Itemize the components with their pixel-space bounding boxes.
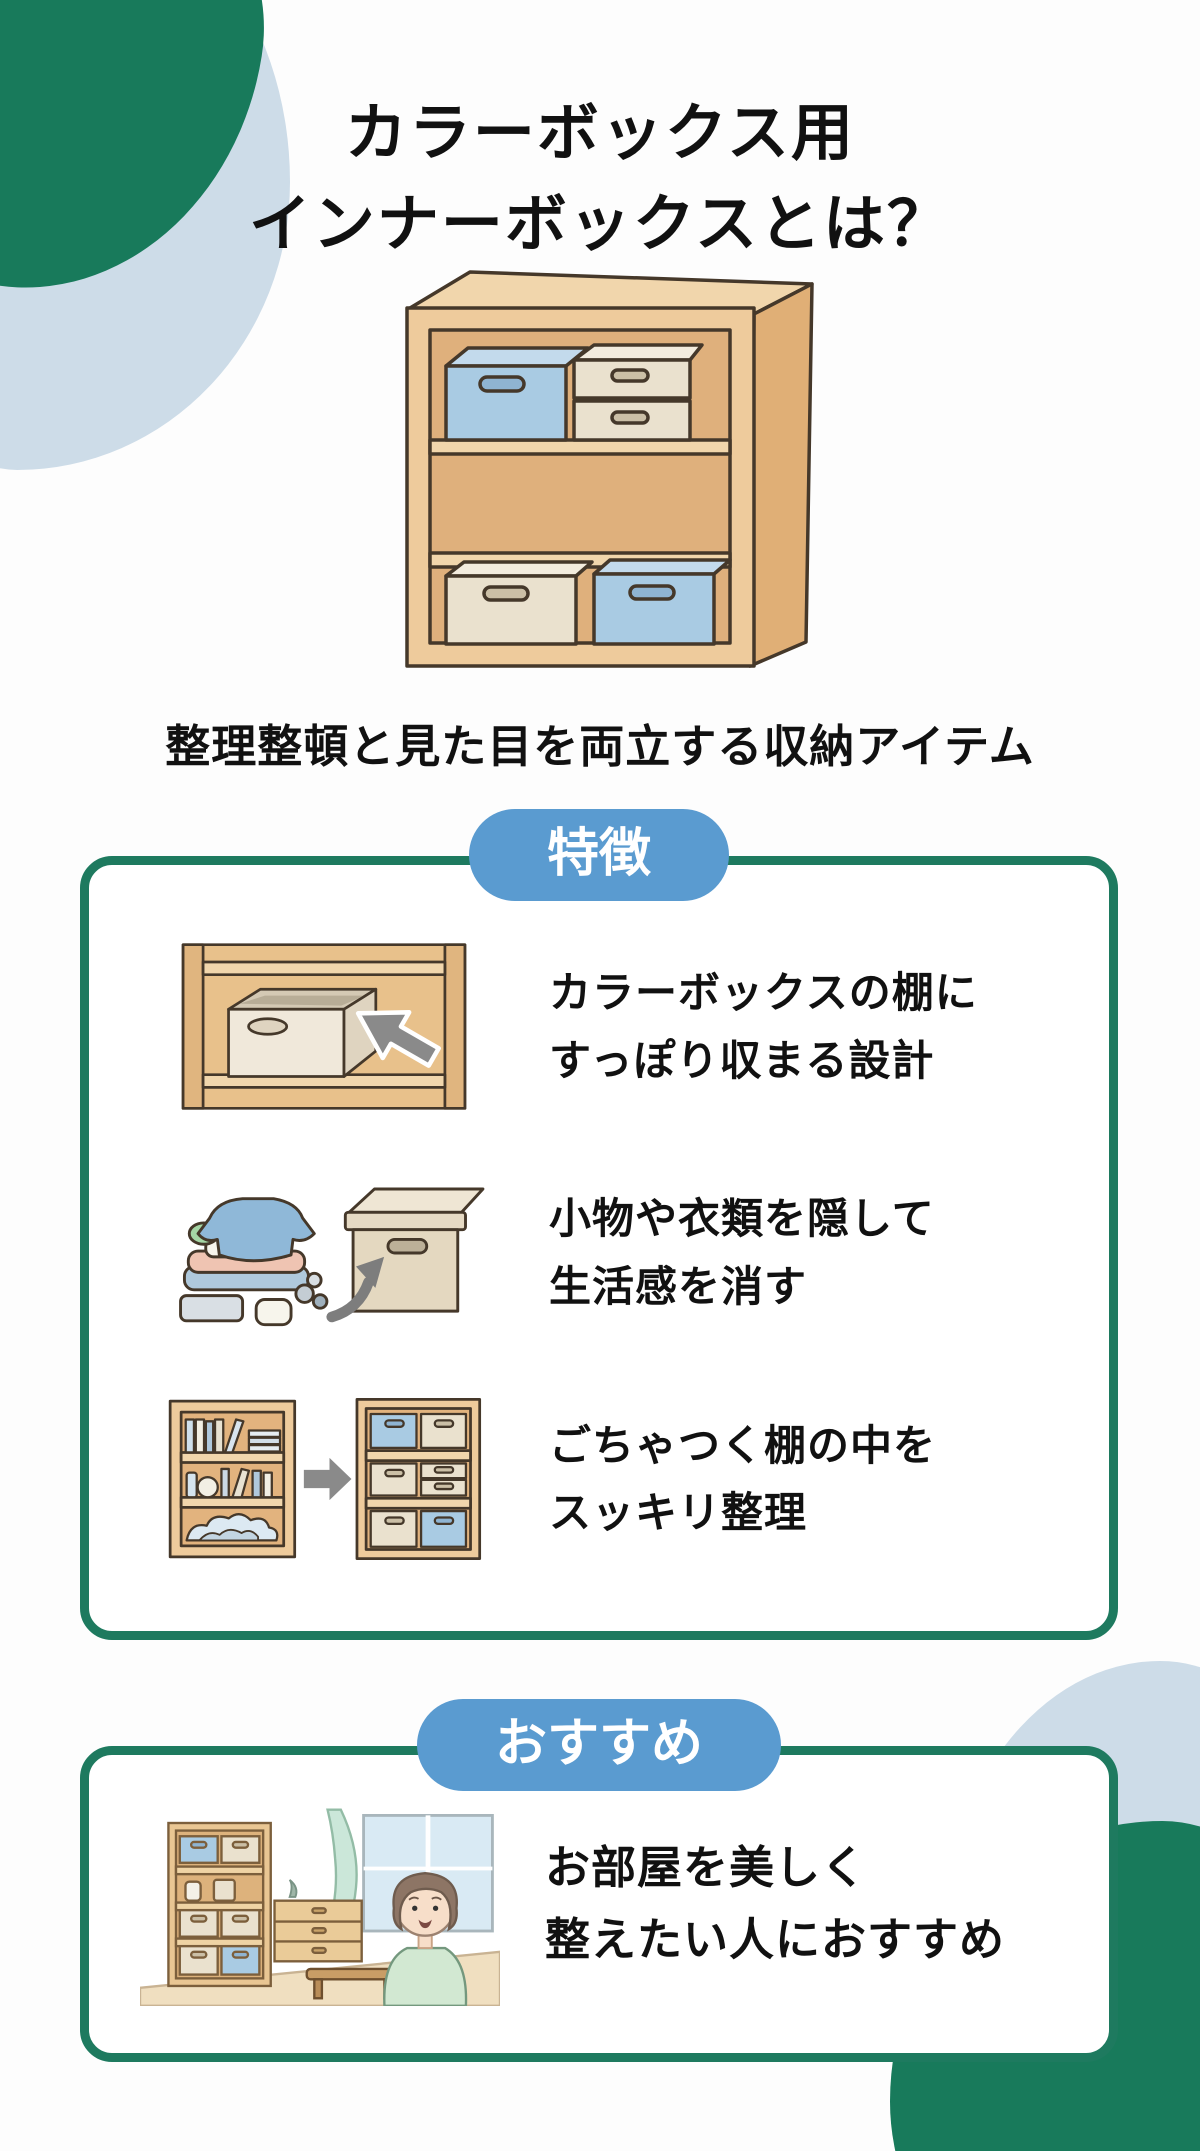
feature-row-tidy: ごちゃつく棚の中を スッキリ整理 [129,1392,1079,1566]
recommend-badge: おすすめ [416,1699,782,1791]
beige-inner-box-bottom [444,560,594,646]
feature-row-fit: カラーボックスの棚に すっぽり収まる設計 [129,940,1079,1113]
colorbox-shelf-icon [405,270,814,668]
recommend-rows: お部屋を美しく 整えたい人におすすめ [89,1755,1109,2053]
feature-text: カラーボックスの棚に すっぽり収まる設計 [549,959,978,1093]
blue-inner-box-top [444,346,590,442]
feature-text: ごちゃつく棚の中を スッキリ整理 [549,1412,936,1546]
feature-text-line-2: 生活感を消す [549,1262,808,1310]
recommend-text-line-2: 整えたい人におすすめ [545,1914,1006,1965]
title-line-2: インナーボックスとは？ [248,190,952,260]
clothes-into-lidded-box-icon [179,1187,485,1327]
title-line-1: カラーボックス用 [344,98,856,168]
feature-text-line-1: 小物や衣類を隠して [549,1195,935,1243]
box-sliding-into-shelf-icon [181,943,467,1110]
recommend-icon-wrap [125,1802,515,2006]
feature-text-line-1: カラーボックスの棚に [549,969,978,1017]
feature-icon-wrap [129,1392,519,1566]
features-badge: 特徴 [468,809,730,901]
feature-icon-wrap [129,940,519,1113]
feature-row-hide: 小物や衣類を隠して 生活感を消す [129,1158,1079,1347]
woman-in-tidy-room-icon [140,1808,500,2006]
beige-drawer-boxes-top [572,343,704,442]
woman-figure [383,1872,468,2006]
hero-illustration [350,256,850,671]
page-subtitle: 整理整頓と見た目を両立する収納アイテム [165,721,1035,772]
feature-icon-wrap [129,1158,519,1347]
feature-text: 小物や衣類を隠して 生活感を消す [549,1185,935,1319]
recommend-text: お部屋を美しく 整えたい人におすすめ [545,1832,1005,1976]
feature-text-line-2: スッキリ整理 [549,1489,808,1536]
recommend-section: おすすめ [80,1699,1118,2062]
recommend-row: お部屋を美しく 整えたい人におすすめ [125,1802,1079,2006]
messy-shelf-to-tidy-shelf-icon [168,1397,482,1561]
features-section: 特徴 [80,809,1118,1640]
recommend-text-line-1: お部屋を美しく [545,1842,868,1893]
blue-inner-box-bottom [592,558,732,646]
feature-text-line-1: ごちゃつく棚の中を [549,1421,937,1469]
features-rows: カラーボックスの棚に すっぽり収まる設計 [89,865,1109,1631]
page-title: カラーボックス用 インナーボックスとは？ [0,88,1200,272]
feature-text-line-2: すっぽり収まる設計 [549,1036,935,1084]
